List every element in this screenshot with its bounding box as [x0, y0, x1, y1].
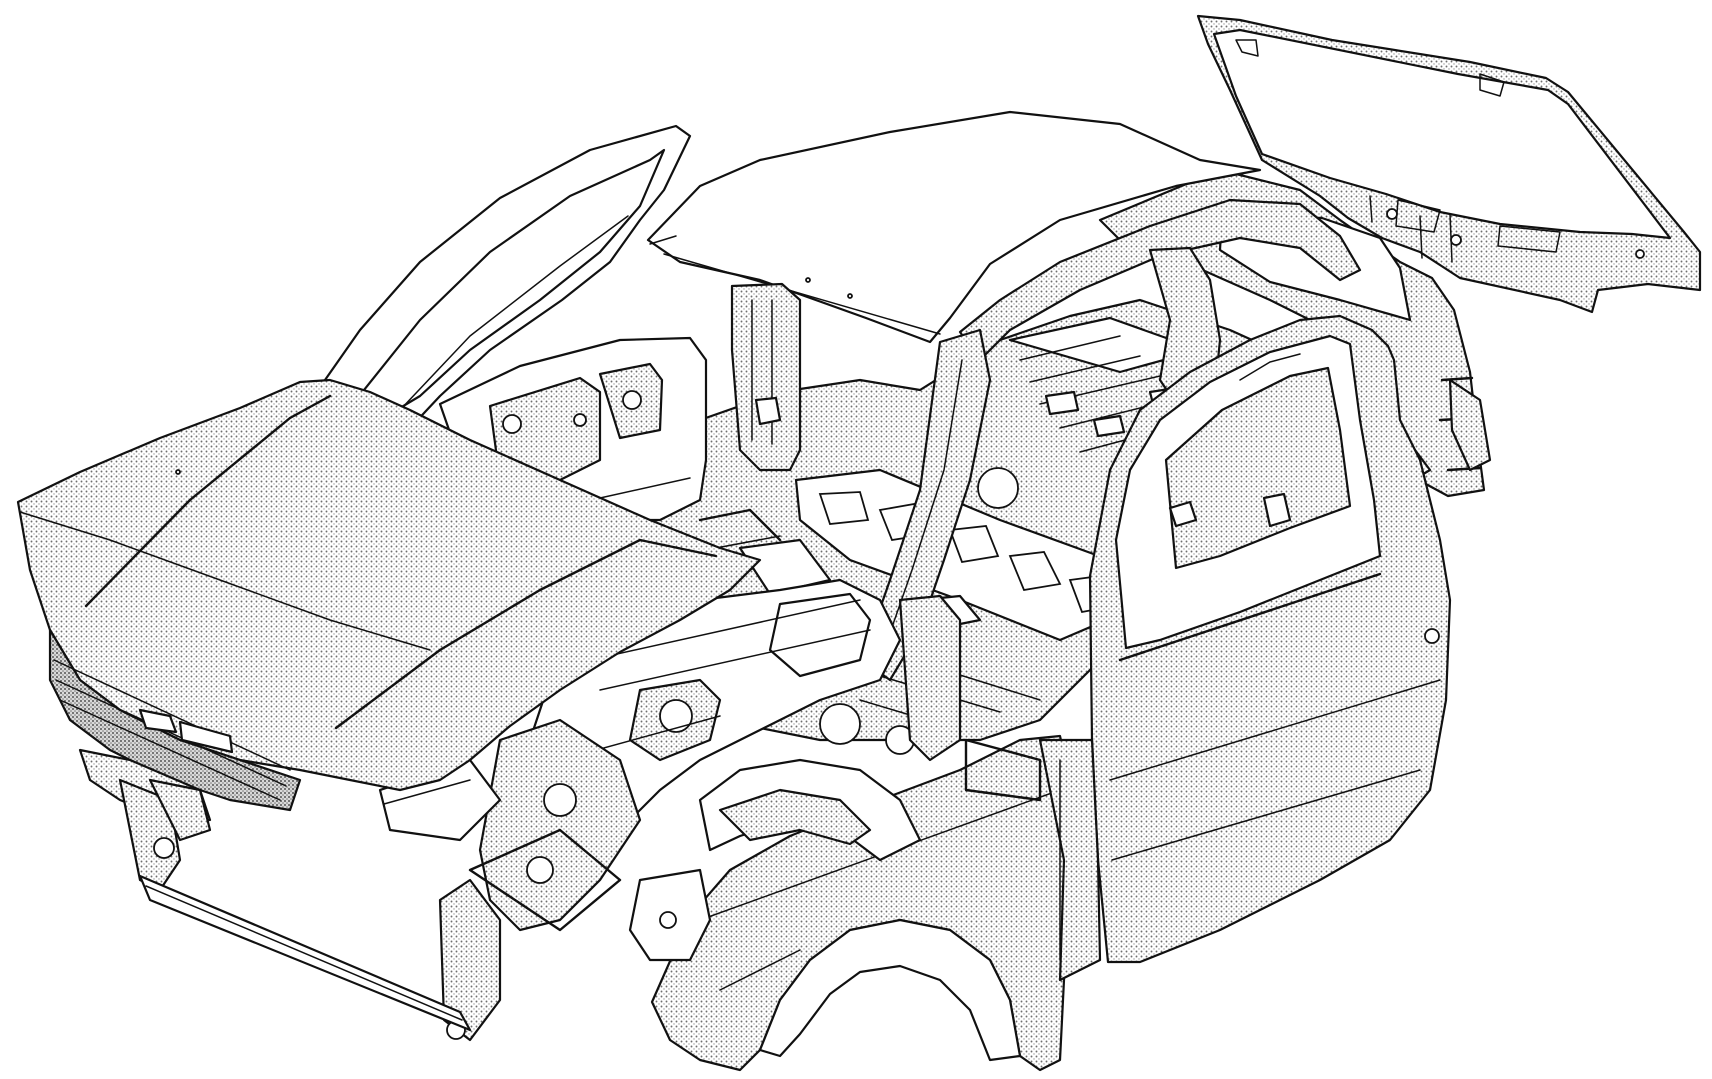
front-crossmember: [78, 748, 472, 1032]
front-wheel-arch: [628, 758, 922, 962]
roof-panel: [646, 110, 1262, 344]
body-shell: [964, 378, 1492, 982]
front-grille: [48, 628, 302, 812]
tailgate: [1196, 14, 1702, 314]
front-door: [1088, 314, 1452, 964]
a-pillar-frame-left: [316, 124, 692, 430]
b-pillar: [730, 282, 802, 472]
